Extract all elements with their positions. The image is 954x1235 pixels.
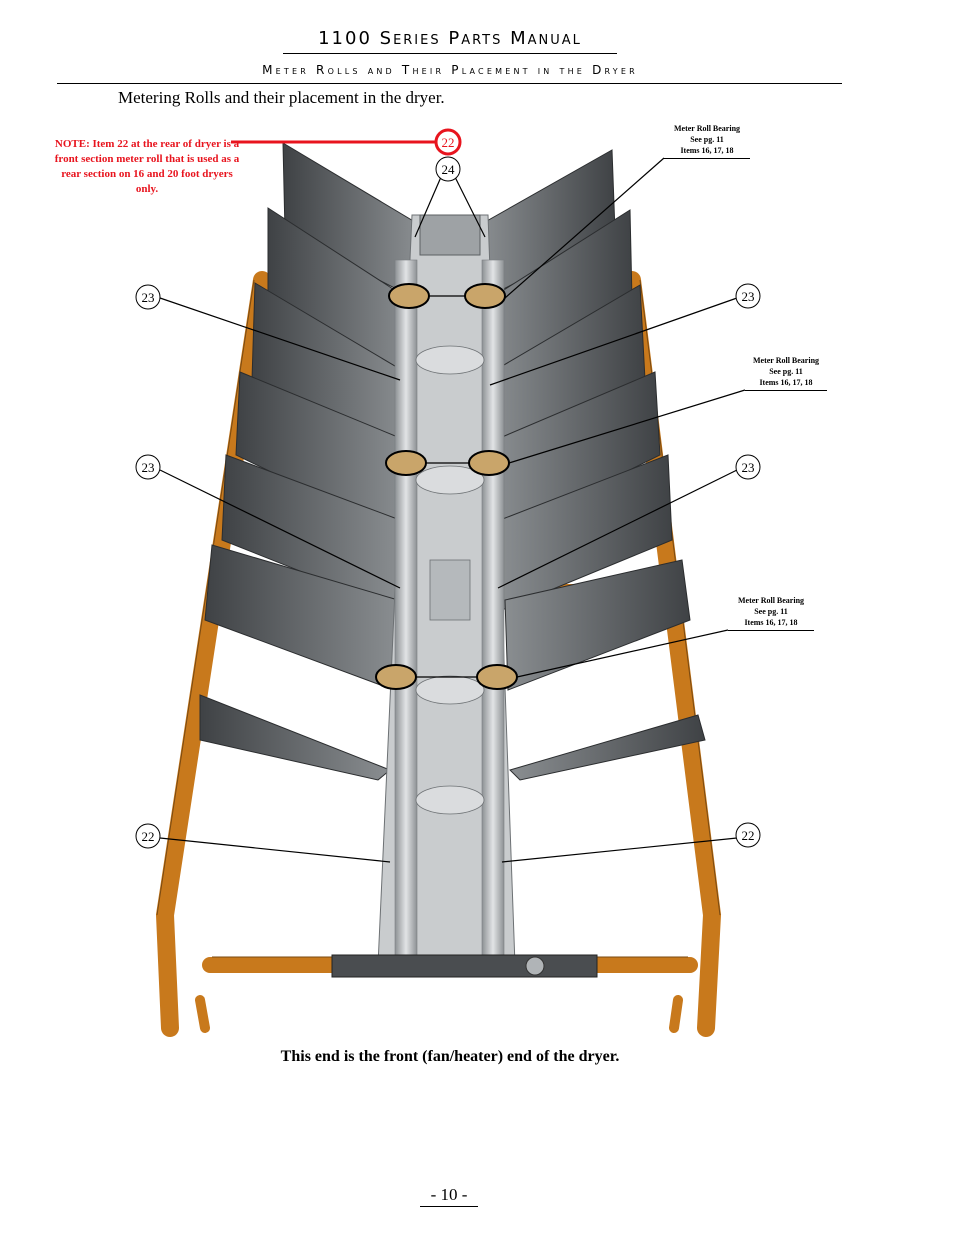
- callout-left-22-bottom: 22: [135, 823, 161, 849]
- bearing-label-page: See pg. 11: [754, 607, 788, 616]
- bearing-join-lines: [416, 295, 477, 678]
- callout-rear-22: 22: [434, 128, 462, 156]
- callout-left-23-top: 23: [135, 284, 161, 310]
- bearing-label-items: Items 16, 17, 18: [744, 618, 798, 627]
- bearing-label-title: Meter Roll Bearing: [737, 596, 805, 605]
- callout-rear-24-label: 24: [442, 162, 456, 177]
- callout-markers: 22 24 23 23 23 23 22 22: [135, 128, 761, 849]
- bearing-label-page: See pg. 11: [769, 367, 803, 376]
- center-trough: [331, 214, 598, 978]
- meter-roll-bearings: [375, 283, 518, 690]
- manual-title: 1100 Series Parts Manual: [318, 28, 582, 49]
- bearing-label-middle: Meter Roll Bearing See pg. 11 Items 16, …: [745, 355, 827, 391]
- page-number: - 10 -: [420, 1185, 478, 1207]
- bearing-label-title: Meter Roll Bearing: [752, 356, 820, 365]
- callout-left-23-mid-label: 23: [142, 460, 155, 475]
- rear-roll-note: NOTE: Item 22 at the rear of dryer is a …: [54, 138, 240, 195]
- bearing-label-items: Items 16, 17, 18: [759, 378, 813, 387]
- callout-right-22-bottom: 22: [735, 822, 761, 848]
- callout-right-22-bottom-label: 22: [742, 828, 755, 843]
- page-heading: Metering Rolls and their placement in th…: [118, 88, 445, 107]
- callout-right-23-top: 23: [735, 283, 761, 309]
- callout-right-23-top-label: 23: [742, 289, 755, 304]
- bearing-label-top: Meter Roll Bearing See pg. 11 Items 16, …: [664, 123, 750, 159]
- callout-left-23-top-label: 23: [142, 290, 155, 305]
- callout-rear-22-label: 22: [442, 135, 455, 150]
- callout-rear-24: 24: [435, 156, 461, 182]
- section-subtitle: Meter Rolls and Their Placement in the D…: [262, 63, 638, 77]
- callout-right-23-mid: 23: [735, 454, 761, 480]
- bearing-label-bottom: Meter Roll Bearing See pg. 11 Items 16, …: [728, 595, 814, 631]
- header-rule: [57, 83, 842, 84]
- leader-lines: [159, 157, 746, 863]
- louver-panels-left: [199, 142, 419, 781]
- callout-left-22-bottom-label: 22: [142, 829, 155, 844]
- bearing-label-title: Meter Roll Bearing: [673, 124, 741, 133]
- callout-right-23-mid-label: 23: [742, 460, 755, 475]
- bearing-label-page: See pg. 11: [690, 135, 724, 144]
- callout-left-23-mid: 23: [135, 454, 161, 480]
- front-end-caption: This end is the front (fan/heater) end o…: [280, 1048, 620, 1065]
- bearing-label-items: Items 16, 17, 18: [680, 146, 734, 155]
- louver-panels-right: [481, 149, 706, 781]
- title-rule: [283, 53, 617, 54]
